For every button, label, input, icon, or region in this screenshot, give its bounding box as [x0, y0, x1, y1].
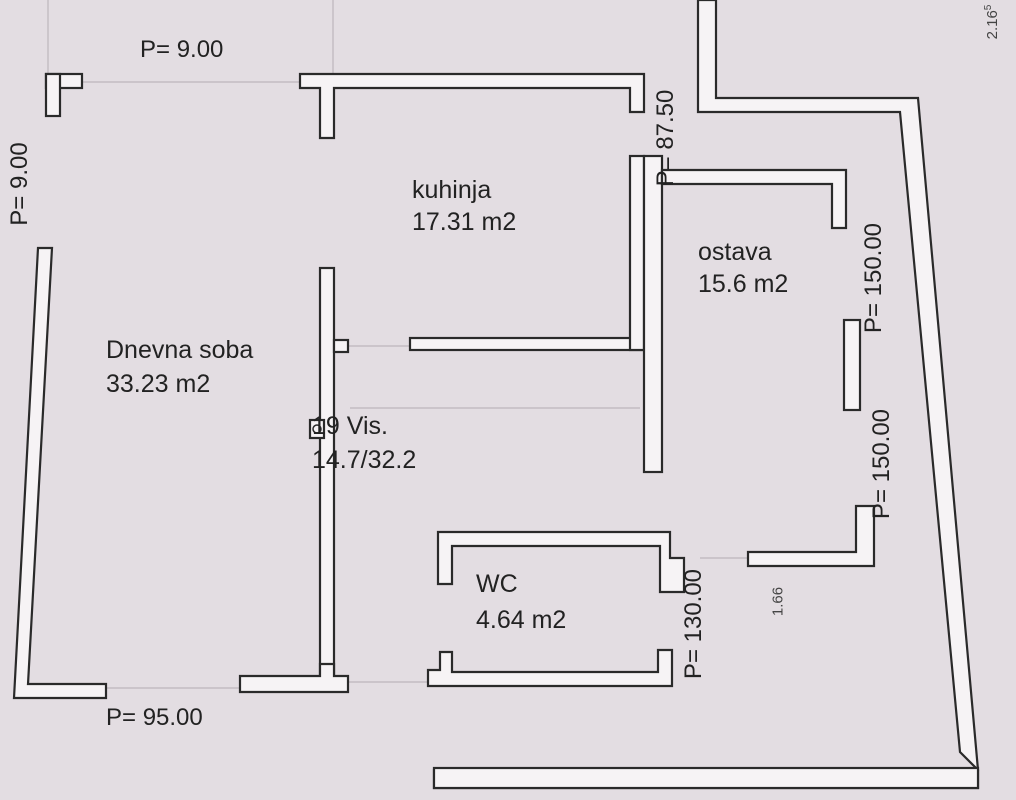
wall-top-left-stub [44, 72, 62, 118]
wall-top-kitchen [298, 72, 646, 140]
dimension-bottom: P= 95.00 [106, 704, 203, 731]
wall-wc-bottom [426, 648, 674, 688]
dimension-top: P= 9.00 [140, 36, 224, 63]
wall-storage-top [660, 168, 848, 230]
dimension-kitchen-right: P= 87.50 [652, 89, 679, 187]
dimension-storage-upper: P= 150.00 [860, 222, 887, 334]
room-name-wc: WC [476, 570, 518, 598]
wall-kitchen-right [628, 154, 646, 352]
room-area-storage: 15.6 m2 [698, 270, 789, 298]
wall-left [12, 246, 108, 700]
guide-lines [47, 0, 748, 689]
dimension-storage-lower: P= 150.00 [868, 408, 895, 520]
wall-storage-left [642, 154, 664, 474]
room-area-living: 33.23 m2 [106, 370, 211, 398]
outer-wall-bottom [432, 766, 980, 790]
wall-storage-right-pillar [842, 318, 862, 412]
dimension-corner-top: 2.165 [983, 4, 1001, 40]
room-name-hall: 19 Vis. [312, 412, 388, 440]
room-name-storage: ostava [698, 238, 772, 266]
room-area-wc: 4.64 m2 [476, 606, 567, 634]
wall-kitchen-bottom [408, 336, 646, 352]
wall-wc-top [436, 530, 686, 594]
wall-partition-stub [332, 338, 350, 354]
room-name-living: Dnevna soba [106, 336, 254, 364]
dimension-wc-right: P= 130.00 [680, 568, 707, 680]
room-name-kitchen: kuhinja [412, 176, 492, 204]
dimension-left: P= 9.00 [6, 142, 33, 226]
column-symbol [308, 418, 326, 440]
dimension-measure: 1.66 [769, 586, 787, 617]
room-area-kitchen: 17.31 m2 [412, 208, 517, 236]
wall-storage-bottom [746, 504, 876, 568]
wall-bottom-living [238, 662, 350, 694]
room-area-hall: 14.7/32.2 [312, 446, 417, 474]
